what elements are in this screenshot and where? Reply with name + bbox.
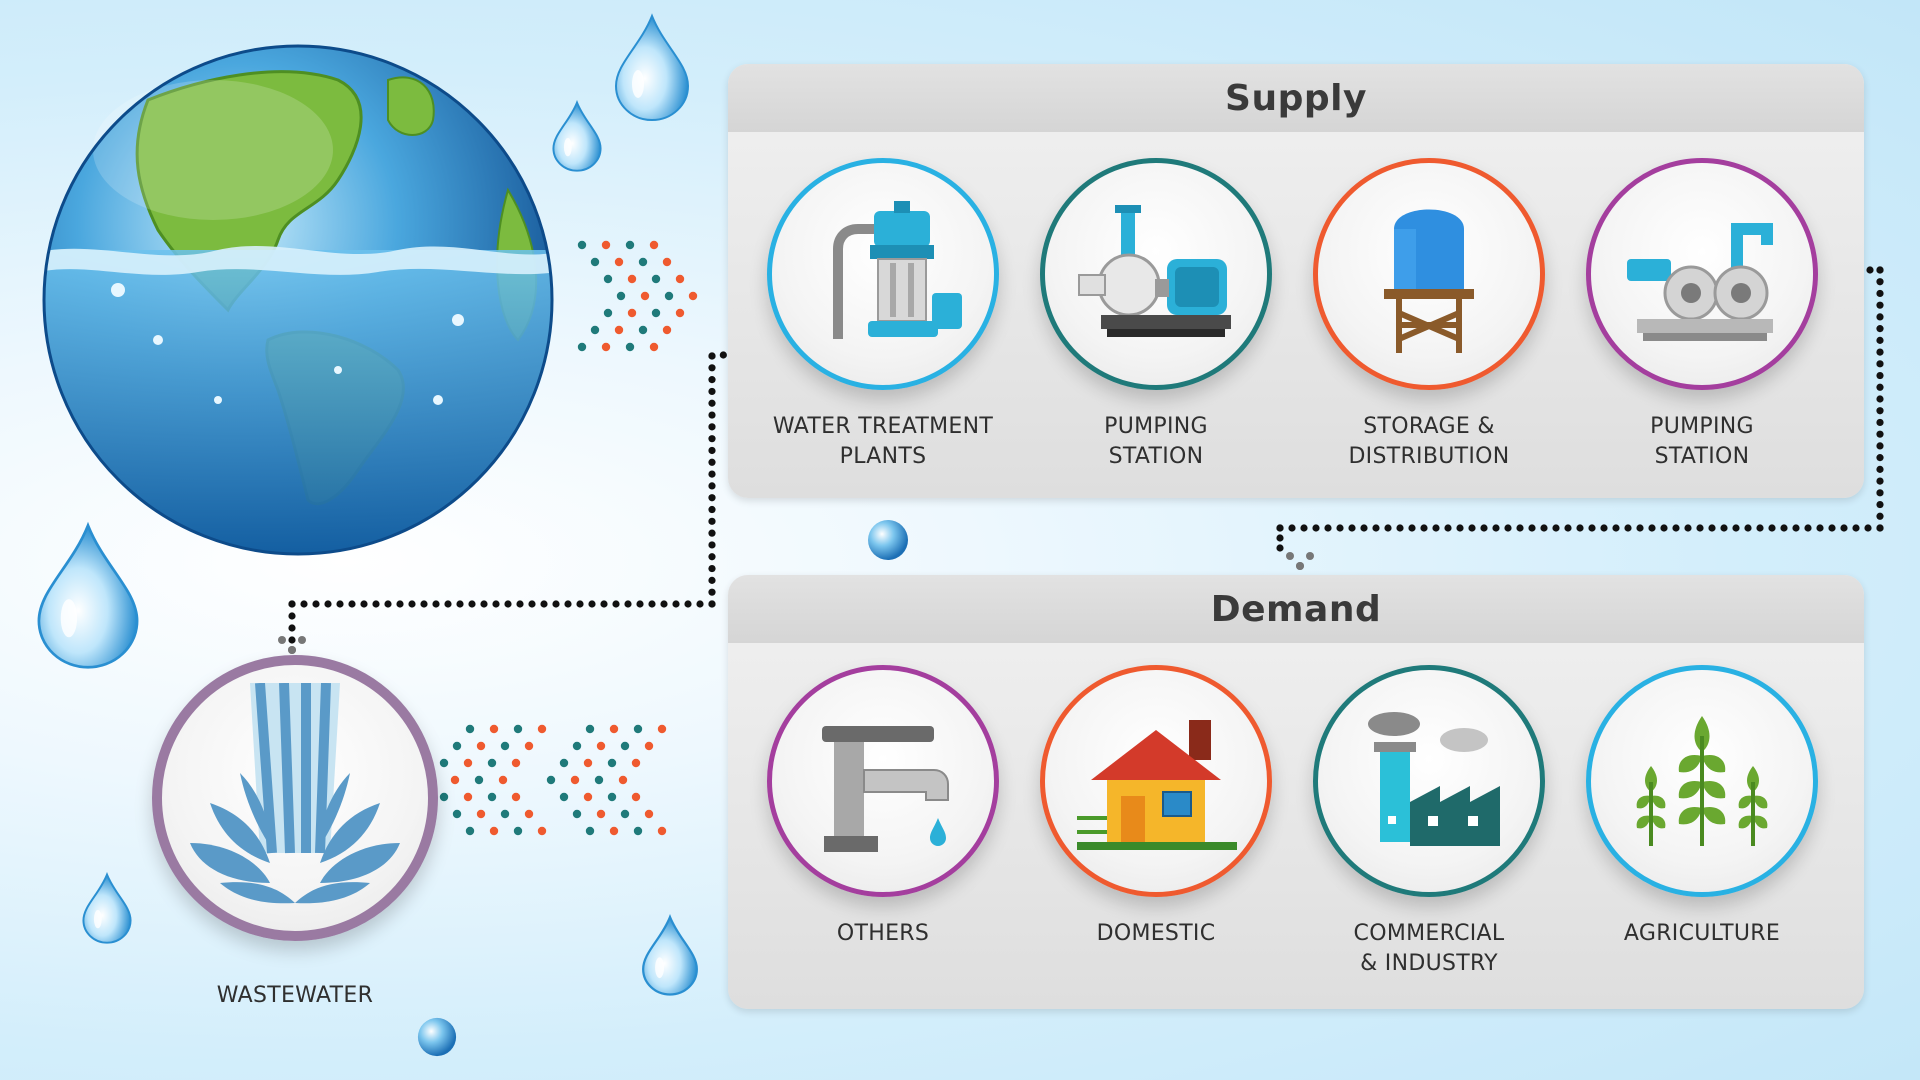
supply-label-line2: DISTRIBUTION	[1348, 444, 1510, 469]
supply-node-storage-distribution[interactable]: STORAGE & DISTRIBUTION	[1304, 158, 1554, 472]
globe-icon	[42, 44, 554, 556]
chevron-arrow-left	[618, 724, 667, 836]
water-treatment-plant-icon	[833, 201, 962, 339]
demand-label-line2: & INDUSTRY	[1360, 951, 1498, 976]
supply-panel: Supply WATER TREAT	[728, 64, 1864, 498]
supply-label-line1: PUMPING	[1650, 414, 1754, 439]
factory-icon	[1368, 712, 1500, 846]
supply-label-line2: STATION	[1108, 444, 1204, 469]
demand-node-others[interactable]: OTHERS	[758, 665, 1008, 949]
chevron-arrow-right	[625, 240, 674, 352]
demand-label-line1: OTHERS	[836, 921, 930, 946]
pump-machine-icon	[1627, 223, 1773, 341]
supply-label-line1: WATER TREATMENT	[772, 414, 994, 439]
water-bubble-icon	[417, 1017, 457, 1057]
wastewater-entry-mark	[278, 636, 306, 654]
water-drop-icon	[37, 521, 139, 669]
chevron-arrow-left	[474, 724, 523, 836]
demand-node-agriculture[interactable]: AGRICULTURE	[1577, 665, 1827, 949]
chevron-arrow-left	[570, 724, 619, 836]
supply-label-line2: STATION	[1654, 444, 1750, 469]
chevron-arrow-right	[601, 240, 650, 352]
water-drop-icon	[82, 872, 132, 944]
supply-label-line2: PLANTS	[839, 444, 927, 469]
demand-title: Demand	[728, 575, 1864, 643]
plants-icon	[1636, 716, 1768, 846]
demand-node-commercial-industry[interactable]: COMMERCIAL & INDUSTRY	[1304, 665, 1554, 979]
water-drop-icon	[552, 100, 602, 172]
water-drop-icon	[614, 13, 690, 121]
supply-node-pumping-station-1[interactable]: PUMPING STATION	[1031, 158, 1281, 472]
house-icon	[1077, 720, 1237, 850]
chevron-arrow-right	[577, 240, 626, 352]
supply-node-pumping-station-2[interactable]: PUMPING STATION	[1577, 158, 1827, 472]
chevron-arrow-left	[498, 724, 547, 836]
water-bubble-icon	[868, 520, 908, 560]
supply-label-line1: STORAGE &	[1363, 414, 1495, 439]
chevron-arrow-left	[594, 724, 643, 836]
demand-label-line1: AGRICULTURE	[1623, 921, 1781, 946]
chevron-arrow-right	[649, 240, 698, 352]
chevron-arrow-left	[546, 724, 595, 836]
demand-panel: Demand OTHERS	[728, 575, 1864, 1009]
demand-entry-mark	[1286, 552, 1314, 570]
water-drop-icon	[642, 914, 698, 996]
chevron-arrow-left	[450, 724, 499, 836]
storage-tower-icon	[1384, 209, 1474, 353]
supply-label-line1: PUMPING	[1104, 414, 1208, 439]
demand-label-line1: COMMERCIAL	[1353, 921, 1505, 946]
supply-node-water-treatment[interactable]: WATER TREATMENT PLANTS	[758, 158, 1008, 472]
waterfall-icon	[190, 683, 400, 904]
faucet-icon	[822, 726, 949, 852]
supply-title: Supply	[728, 64, 1864, 132]
demand-label-line1: DOMESTIC	[1096, 921, 1216, 946]
demand-node-domestic[interactable]: DOMESTIC	[1031, 665, 1281, 949]
pumping-station-icon	[1078, 205, 1231, 337]
wastewater-label: WASTEWATER	[216, 983, 374, 1008]
wastewater-node[interactable]: WASTEWATER	[150, 655, 440, 1011]
